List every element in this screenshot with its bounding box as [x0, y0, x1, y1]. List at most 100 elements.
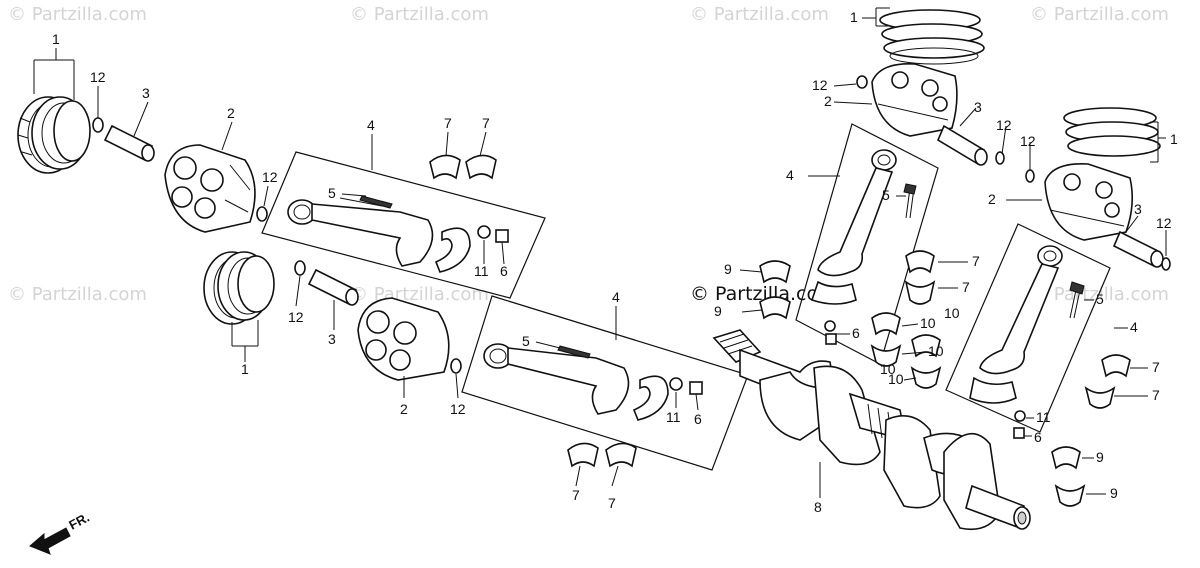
callout-8: 8 — [814, 499, 822, 515]
connecting-rod-box — [261, 151, 546, 299]
watermark: © Partzilla.com — [690, 4, 829, 25]
callout-4: 4 — [786, 167, 794, 183]
callout-7: 7 — [482, 115, 490, 131]
connecting-rod-box — [795, 123, 939, 365]
callout-9: 9 — [1110, 485, 1118, 501]
front-arrow-icon — [29, 527, 71, 555]
callout-10: 10 — [880, 361, 896, 377]
callout-12: 12 — [262, 169, 278, 185]
callout-4: 4 — [1130, 319, 1138, 335]
callout-12: 12 — [288, 309, 304, 325]
front-label: FR. — [66, 510, 92, 533]
callout-12: 12 — [1156, 215, 1172, 231]
callout-10: 10 — [888, 371, 904, 387]
callout-1: 1 — [1170, 131, 1178, 147]
callout-10: 10 — [928, 343, 944, 359]
piston-pin-clip-drawing — [92, 117, 104, 133]
callout-2: 2 — [824, 93, 832, 109]
crankshaft-drawing — [712, 329, 1031, 531]
connecting-rod-box — [945, 223, 1111, 433]
callout-6: 6 — [694, 411, 702, 427]
watermark-group: © Partzilla.com © Partzilla.com © Partzi… — [8, 4, 1169, 305]
callout-1: 1 — [241, 361, 249, 377]
piston-pin-clip-drawing — [1025, 169, 1035, 183]
connecting-rod-drawing — [810, 149, 917, 345]
connecting-rod-drawing — [287, 195, 509, 273]
callout-9: 9 — [724, 261, 732, 277]
callout-10: 10 — [920, 315, 936, 331]
callout-1: 1 — [52, 31, 60, 47]
watermark: © Partzilla.com — [8, 284, 147, 305]
callout-6: 6 — [500, 263, 508, 279]
piston-ring-set-drawing — [203, 251, 275, 325]
callout-3: 3 — [974, 99, 982, 115]
callout-11: 11 — [666, 409, 681, 425]
piston-pin-clip-drawing — [1161, 257, 1171, 271]
callout-9: 9 — [714, 303, 722, 319]
piston-pin-drawing — [936, 124, 988, 166]
callout-9: 9 — [1096, 449, 1104, 465]
piston-ring-set-drawing — [1063, 107, 1161, 157]
watermark: © Partzilla.com — [350, 4, 489, 25]
watermark: © Partzilla.com — [8, 4, 147, 25]
callout-7: 7 — [972, 253, 980, 269]
callout-3: 3 — [142, 85, 150, 101]
rod-bearing-drawing — [567, 442, 637, 468]
callout-4: 4 — [612, 289, 620, 305]
watermark: © Partzilla.com — [1030, 4, 1169, 25]
front-direction-indicator: FR. — [29, 510, 92, 555]
callout-5: 5 — [328, 185, 336, 201]
piston-pin-drawing — [307, 268, 359, 306]
watermark: © Partzilla.com — [1030, 284, 1169, 305]
callout-12: 12 — [90, 69, 106, 85]
rod-bearing-drawing — [429, 154, 497, 180]
piston-pin-clip-drawing — [256, 206, 268, 222]
main-bearing-drawing — [1051, 446, 1086, 507]
piston-drawing — [357, 297, 450, 381]
connecting-rod-drawing — [483, 343, 703, 421]
watermark-center: © Partzilla.com — [690, 283, 837, 305]
callout-1: 1 — [850, 9, 858, 25]
piston-pin-clip-drawing — [995, 151, 1005, 165]
piston-pin-clip-drawing — [856, 75, 868, 89]
callout-5: 5 — [1096, 291, 1104, 307]
callout-labels: 1 12 3 2 12 4 5 7 7 11 6 12 3 1 2 12 4 5… — [52, 9, 1178, 515]
piston-drawing — [871, 63, 958, 137]
callout-11: 11 — [1036, 409, 1051, 425]
connecting-rod-drawing — [969, 245, 1085, 439]
callout-7: 7 — [572, 487, 580, 503]
callout-6: 6 — [852, 325, 860, 341]
callout-2: 2 — [227, 105, 235, 121]
callout-12: 12 — [1020, 133, 1036, 149]
piston-pin-drawing — [1112, 230, 1164, 268]
callout-11: 11 — [474, 263, 489, 279]
callout-2: 2 — [400, 401, 408, 417]
callout-7: 7 — [444, 115, 452, 131]
callout-12: 12 — [996, 117, 1012, 133]
callout-12: 12 — [450, 401, 466, 417]
piston-pin-clip-drawing — [450, 358, 462, 374]
leader-lines — [33, 7, 1167, 498]
piston-pin-clip-drawing — [294, 260, 306, 276]
rod-bearing-drawing — [1084, 354, 1131, 409]
callout-10: 10 — [944, 305, 960, 321]
piston-ring-set-drawing — [879, 9, 985, 65]
piston-drawing — [1044, 163, 1134, 241]
piston-ring-set-drawing — [17, 96, 91, 174]
callout-3: 3 — [328, 331, 336, 347]
callout-7: 7 — [608, 495, 616, 511]
connecting-rod-box — [461, 295, 749, 471]
piston-drawing — [164, 144, 256, 233]
callout-2: 2 — [988, 191, 996, 207]
callout-7: 7 — [1152, 387, 1160, 403]
callout-5: 5 — [882, 187, 890, 203]
main-bearing-drawing — [759, 250, 942, 389]
callout-4: 4 — [367, 117, 375, 133]
callout-3: 3 — [1134, 201, 1142, 217]
callout-6: 6 — [1034, 429, 1042, 445]
callout-7: 7 — [1152, 359, 1160, 375]
callout-5: 5 — [522, 333, 530, 349]
callout-12: 12 — [812, 77, 828, 93]
piston-pin-drawing — [103, 124, 155, 162]
